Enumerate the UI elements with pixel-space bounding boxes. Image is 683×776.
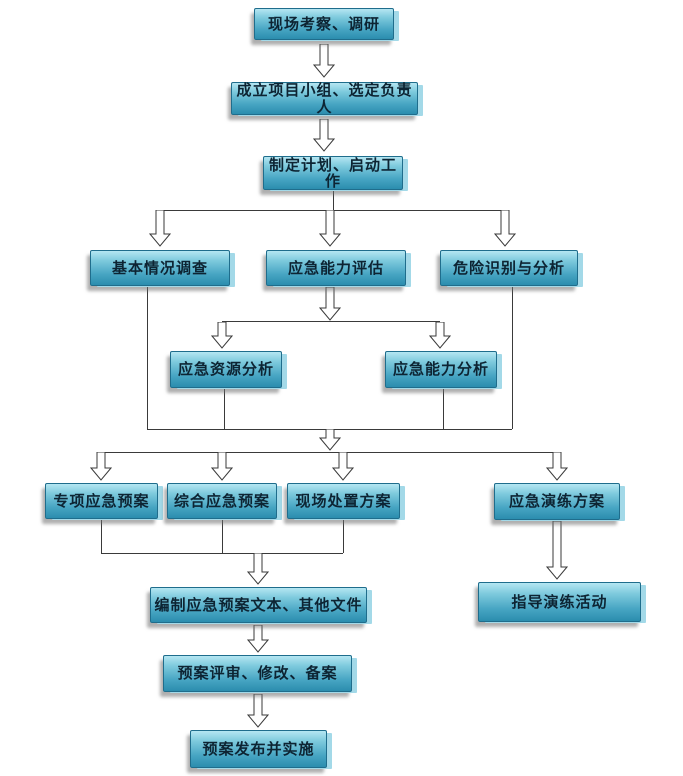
connector-line — [222, 519, 223, 553]
down-arrow-icon — [312, 43, 336, 82]
flow-node-make-plan: 制定计划、启动工作 — [263, 156, 403, 190]
down-arrow-icon — [148, 209, 172, 251]
down-arrow-icon — [312, 118, 336, 156]
flow-node-review-revise-file: 预案评审、修改、备案 — [163, 655, 352, 692]
down-arrow-icon — [545, 520, 569, 584]
connector-line — [443, 388, 444, 429]
down-arrow-icon — [210, 321, 234, 353]
down-arrow-icon — [331, 451, 355, 485]
flow-node-label: 现场处置方案 — [295, 491, 392, 510]
flow-node-label: 制定计划、启动工作 — [268, 155, 397, 190]
connector-line — [101, 519, 102, 553]
connector-line — [101, 452, 557, 453]
down-arrow-icon — [493, 209, 517, 251]
down-arrow-icon — [246, 552, 270, 589]
flow-node-publish-implement: 预案发布并实施 — [190, 730, 327, 768]
flow-node-label: 危险识别与分析 — [452, 258, 565, 277]
flow-node-label: 应急能力评估 — [287, 258, 384, 277]
down-arrow-icon — [318, 286, 342, 325]
flow-node-label: 编制应急预案文本、其他文件 — [154, 595, 363, 614]
flow-node-label: 综合应急预案 — [173, 491, 270, 510]
down-arrow-icon — [246, 693, 270, 732]
flow-node-label: 现场考察、调研 — [267, 14, 380, 33]
flow-node-special-plan: 专项应急预案 — [45, 483, 158, 519]
connector-line — [101, 553, 343, 554]
flow-node-label: 成立项目小组、选定负责人 — [236, 81, 413, 116]
connector-line — [512, 286, 513, 429]
flow-node-onsite-plan: 现场处置方案 — [287, 483, 400, 519]
flow-node-basic-investigation: 基本情况调查 — [90, 250, 230, 286]
flow-node-capability-analysis: 应急能力分析 — [385, 351, 497, 388]
flow-node-label: 应急演练方案 — [508, 492, 605, 511]
flow-node-capability-assessment: 应急能力评估 — [266, 250, 406, 286]
flow-node-label: 专项应急预案 — [53, 491, 150, 510]
connector-line — [147, 286, 148, 429]
flow-node-label: 应急能力分析 — [392, 360, 489, 379]
flow-node-label: 应急资源分析 — [177, 360, 274, 379]
down-arrow-icon — [318, 209, 342, 251]
down-arrow-icon — [89, 451, 113, 485]
down-arrow-icon — [545, 451, 569, 485]
connector-line — [222, 321, 440, 322]
connector-line — [224, 388, 225, 429]
connector-line — [333, 190, 334, 210]
flow-node-form-team: 成立项目小组、选定负责人 — [231, 82, 418, 115]
flow-node-label: 指导演练活动 — [511, 592, 608, 611]
flow-node-label: 预案评审、修改、备案 — [177, 664, 338, 683]
flow-node-compile-documents: 编制应急预案文本、其他文件 — [150, 587, 367, 623]
connector-line — [343, 519, 344, 553]
down-arrow-icon — [318, 428, 342, 455]
flow-node-comprehensive-plan: 综合应急预案 — [167, 483, 277, 519]
flow-node-label: 预案发布并实施 — [202, 739, 315, 758]
flow-node-label: 基本情况调查 — [111, 258, 208, 277]
flow-node-drill-plan: 应急演练方案 — [494, 483, 620, 520]
flow-node-hazard-identification: 危险识别与分析 — [440, 250, 578, 286]
flow-node-guide-drill: 指导演练活动 — [478, 582, 641, 622]
flow-node-site-survey: 现场考察、调研 — [254, 8, 394, 40]
flow-node-resource-analysis: 应急资源分析 — [170, 351, 282, 388]
down-arrow-icon — [428, 321, 452, 353]
down-arrow-icon — [210, 451, 234, 485]
down-arrow-icon — [246, 624, 270, 657]
